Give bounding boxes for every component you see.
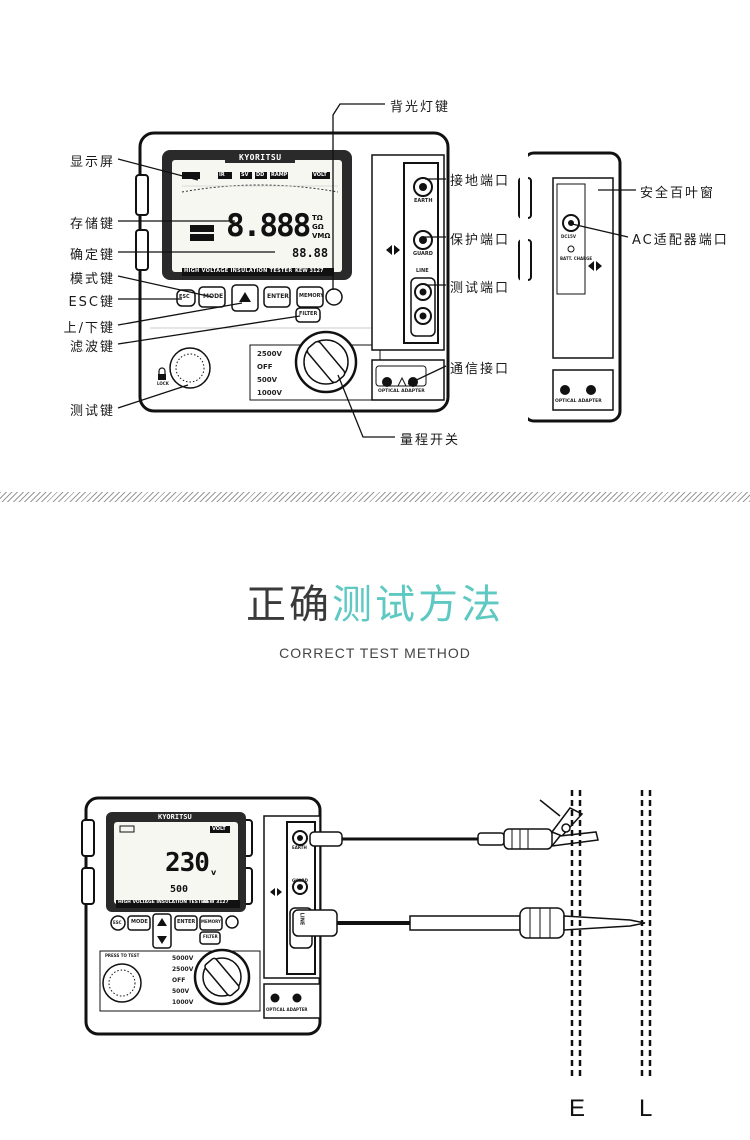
device2-lcd-value: 230 xyxy=(165,848,210,878)
filter-button[interactable]: FILTER xyxy=(299,311,318,317)
callout-guard-port: 保护端口 xyxy=(450,233,511,248)
callout-comm-port: 通信接口 xyxy=(450,362,511,377)
device2-line-label: LINE xyxy=(298,912,305,926)
device-diagram-bottom xyxy=(81,790,652,1080)
callout-ac-adapter-port: AC适配器端口 xyxy=(632,233,729,248)
panel-caption-top: HIGH VOLTAGE INSULATION TESTER xyxy=(184,268,293,274)
device2-enter-button[interactable]: ENTER xyxy=(177,919,196,925)
callout-esc-key: ESC键 xyxy=(68,295,115,310)
model-label-top: KEW 3127 xyxy=(295,268,324,274)
lcd-badge-ir: IR xyxy=(219,172,225,178)
section-divider xyxy=(0,492,750,502)
device2-lcd-sub-value: 500 xyxy=(170,884,189,895)
lcd-badges xyxy=(182,172,330,179)
lcd-sub-value: 88.88 xyxy=(292,246,329,260)
lcd-main-value: 8.888 xyxy=(226,208,311,244)
ac-port-sublabel: BATT. CHARGE xyxy=(560,256,593,261)
earth-test-lead xyxy=(309,799,599,850)
mode-button[interactable]: MODE xyxy=(203,293,224,300)
device2-model-label: KEW 3127 xyxy=(203,900,229,905)
device2-esc-button[interactable]: ESC xyxy=(113,920,122,925)
range-off: OFF xyxy=(257,363,273,371)
section-title: 正确测试方法 xyxy=(0,572,750,630)
callout-line-port: 测试端口 xyxy=(450,281,511,296)
callout-enter-key: 确定键 xyxy=(69,248,115,263)
device2-range-2500v: 2500V xyxy=(172,966,194,973)
line-test-probe xyxy=(292,907,646,939)
callout-test-key: 测试键 xyxy=(69,404,115,419)
device2-guard-label: GUARD xyxy=(292,878,308,883)
lcd-badge-volt: VOLT xyxy=(313,172,327,178)
device2-range-500v: 500V xyxy=(172,988,190,995)
callout-safety-shutter: 安全百叶窗 xyxy=(640,186,716,201)
brand-logo-top: KYORITSU xyxy=(239,153,282,162)
device2-range-off: OFF xyxy=(172,977,186,984)
device2-mode-button[interactable]: MODE xyxy=(131,919,148,925)
line-port-label: LINE xyxy=(416,268,429,274)
section-title-part2: 测试方法 xyxy=(332,582,504,628)
keypad xyxy=(176,284,343,323)
section-title-part1: 正确 xyxy=(246,582,332,628)
device2-optical-label: OPTICAL ADAPTER xyxy=(266,1007,308,1012)
lcd-badge-ramp: RAMP xyxy=(271,172,288,178)
callout-updown-key: 上/下键 xyxy=(63,321,115,336)
section-subtitle: CORRECT TEST METHOD xyxy=(279,645,471,661)
lock-label-top: LOCK xyxy=(157,381,169,386)
lcd-badge-sv: SV xyxy=(241,172,249,178)
lock-icon xyxy=(158,367,166,380)
callout-lines xyxy=(117,103,636,438)
range-1000v: 1000V xyxy=(257,389,282,397)
device2-mode-badge: VOLT xyxy=(212,826,226,832)
conductor-l xyxy=(640,790,652,1080)
conductor-label-l: L xyxy=(639,1095,653,1122)
lcd-screen xyxy=(172,160,342,272)
callout-mode-key: 模式键 xyxy=(69,272,115,287)
device-diagram-top xyxy=(117,103,636,438)
device2-filter-button[interactable]: FILTER xyxy=(203,934,218,939)
device2-lcd-unit: v xyxy=(211,868,217,877)
device2-press-to-test: PRESS TO TEST xyxy=(105,953,140,958)
callout-filter-key: 滤波键 xyxy=(69,340,115,355)
guard-port-label: GUARD xyxy=(413,251,433,257)
range-500v: 500V xyxy=(257,376,278,384)
optical-port-icon xyxy=(382,377,392,387)
device2-range-1000v: 1000V xyxy=(172,999,194,1006)
device2-memory-button[interactable]: MEMORY xyxy=(201,919,221,924)
conductor-label-e: E xyxy=(569,1095,586,1122)
callout-range-switch: 量程开关 xyxy=(400,433,461,448)
lcd-units: TΩ GΩ VMΩ xyxy=(312,214,331,240)
callout-backlight-key: 背光灯键 xyxy=(390,100,451,115)
callout-display: 显示屏 xyxy=(69,155,115,170)
optical-label-side: OPTICAL ADAPTER xyxy=(555,399,602,404)
enter-button[interactable]: ENTER xyxy=(267,293,289,300)
device2-range-5000v: 5000V xyxy=(172,955,194,962)
device2-earth-label: EARTH xyxy=(292,845,307,850)
ac-port-label: DC15V xyxy=(561,234,576,239)
esc-button[interactable]: ESC xyxy=(179,294,190,300)
device2-lcd-screen xyxy=(114,822,238,904)
device2-panel-caption: HIGH VOLTAGE INSULATION TESTER xyxy=(118,900,208,905)
device2-brand-logo: KYORITSU xyxy=(158,813,192,821)
optical-label-top: OPTICAL ADAPTER xyxy=(378,389,425,394)
conductor-e xyxy=(570,790,582,1080)
range-2500v: 2500V xyxy=(257,350,282,358)
callout-earth-port: 接地端口 xyxy=(450,174,511,189)
lcd-badge-dd: DD xyxy=(256,172,265,178)
memory-button[interactable]: MEMORY xyxy=(299,293,324,299)
callout-memory-key: 存储键 xyxy=(69,217,115,232)
earth-port-label: EARTH xyxy=(414,198,433,204)
